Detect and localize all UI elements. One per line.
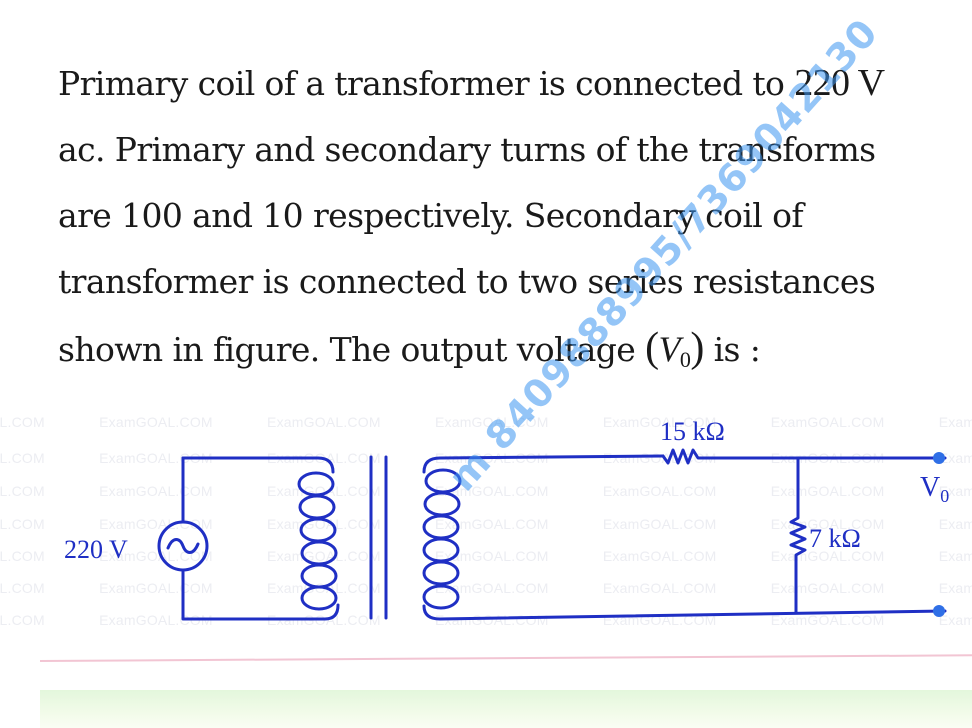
question-line-2: ac. Primary and secondary turns of the t…: [58, 130, 876, 169]
question-text: Primary coil of a transformer is connect…: [58, 50, 958, 393]
question-line-1: Primary coil of a transformer is connect…: [58, 62, 885, 104]
source-voltage-label: 220 V: [64, 535, 128, 564]
shunt-resistor-icon: [789, 456, 807, 614]
question-line-4: transformer is connected to two series r…: [58, 262, 876, 301]
output-terminal-top: [933, 452, 945, 464]
series-resistor-icon: [661, 448, 947, 465]
primary-coil-icon: [297, 471, 338, 611]
shunt-resistor-label: 7 kΩ: [809, 524, 861, 553]
question-line-3: are 100 and 10 respectively. Secondary c…: [58, 196, 804, 235]
output-terminal-bottom: [933, 605, 945, 617]
secondary-coil-icon: [422, 468, 462, 610]
question-line-5: shown in figure. The output voltage (V0)…: [58, 325, 761, 372]
voltage-value: 220 V: [794, 62, 885, 104]
ac-source-icon: [157, 520, 209, 572]
answer-area-bar: [40, 690, 972, 728]
transformer-circuit-diagram: 220 V 15 kΩ 7 kΩ V0: [64, 417, 949, 621]
section-divider: [40, 654, 972, 662]
series-resistor-label: 15 kΩ: [660, 417, 725, 446]
output-voltage-label: V0: [920, 472, 949, 506]
primary-wire-bottom: [181, 569, 340, 621]
output-voltage-symbol: V: [658, 329, 681, 369]
